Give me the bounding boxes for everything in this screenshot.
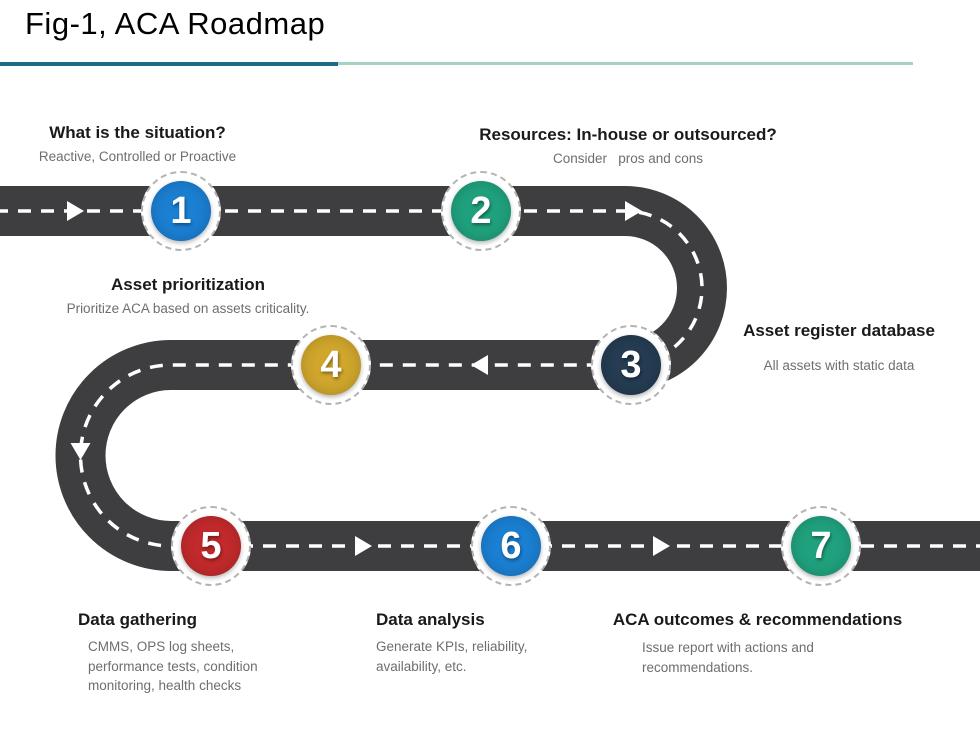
milestone-5-marker: 5 <box>171 506 251 586</box>
milestone-7-circle: 7 <box>791 516 851 576</box>
milestone-6-marker: 6 <box>471 506 551 586</box>
road-arrow-right-3 <box>355 536 372 556</box>
milestone-3-label: Asset register database All assets with … <box>723 320 955 376</box>
milestone-4-circle: 4 <box>301 335 361 395</box>
milestone-1-label: What is the situation? Reactive, Control… <box>20 122 255 167</box>
milestone-4-description: Prioritize ACA based on assets criticali… <box>66 301 310 316</box>
milestone-6-title: Data analysis <box>376 610 485 629</box>
milestone-5-circle: 5 <box>181 516 241 576</box>
milestone-4-title: Asset prioritization <box>111 275 265 294</box>
milestone-2-number: 2 <box>470 190 492 232</box>
milestone-7-number: 7 <box>810 525 832 567</box>
milestone-3-circle: 3 <box>601 335 661 395</box>
milestone-1-circle: 1 <box>151 181 211 241</box>
road-arrow-right-2 <box>625 201 642 221</box>
milestone-1-number: 1 <box>170 190 192 232</box>
milestone-5-title: Data gathering <box>78 610 198 629</box>
milestone-7-title: ACA outcomes & recommendations <box>612 610 903 629</box>
divider-dark-segment <box>0 62 338 66</box>
milestone-2-marker: 2 <box>441 171 521 251</box>
milestone-3-number: 3 <box>620 344 642 386</box>
milestone-6-description: Generate KPIs, reliability, availability… <box>376 639 528 674</box>
road-centerline <box>0 209 980 548</box>
milestone-7-marker: 7 <box>781 506 861 586</box>
road-arrow-right-1 <box>67 201 84 221</box>
title-divider <box>0 62 980 68</box>
road-arrow-down-1 <box>70 443 91 460</box>
milestone-7-description: Issue report with actions and recommenda… <box>642 640 814 675</box>
milestone-6-circle: 6 <box>481 516 541 576</box>
milestone-6-number: 6 <box>500 525 522 567</box>
divider-light-segment <box>338 62 913 65</box>
milestone-1-description: Reactive, Controlled or Proactive <box>38 149 237 164</box>
milestone-2-description: Consider pros and cons <box>552 151 704 166</box>
page-title: Fig-1, ACA Roadmap <box>25 6 326 41</box>
milestone-2-label: Resources: In-house or outsourced? Consi… <box>448 124 808 169</box>
milestone-2-title: Resources: In-house or outsourced? <box>479 125 777 144</box>
milestone-1-title: What is the situation? <box>49 123 226 142</box>
milestone-5-label: Data gathering CMMS, OPS log sheets, per… <box>78 609 328 696</box>
road-asphalt <box>0 186 980 571</box>
road-arrow-left-1 <box>471 355 488 375</box>
milestone-3-description: All assets with static data <box>763 358 915 373</box>
milestone-4-number: 4 <box>320 344 342 386</box>
milestone-4-marker: 4 <box>291 325 371 405</box>
milestone-4-label: Asset prioritization Prioritize ACA base… <box>38 274 338 319</box>
milestone-6-label: Data analysis Generate KPIs, reliability… <box>376 609 606 676</box>
milestone-1-marker: 1 <box>141 171 221 251</box>
milestone-2-circle: 2 <box>451 181 511 241</box>
milestone-7-label: ACA outcomes & recommendations Issue rep… <box>595 609 920 677</box>
road-arrow-right-4 <box>653 536 670 556</box>
milestone-5-number: 5 <box>200 525 222 567</box>
milestone-5-description: CMMS, OPS log sheets, performance tests,… <box>88 639 258 693</box>
milestone-3-title: Asset register database <box>743 321 935 340</box>
milestone-3-marker: 3 <box>591 325 671 405</box>
